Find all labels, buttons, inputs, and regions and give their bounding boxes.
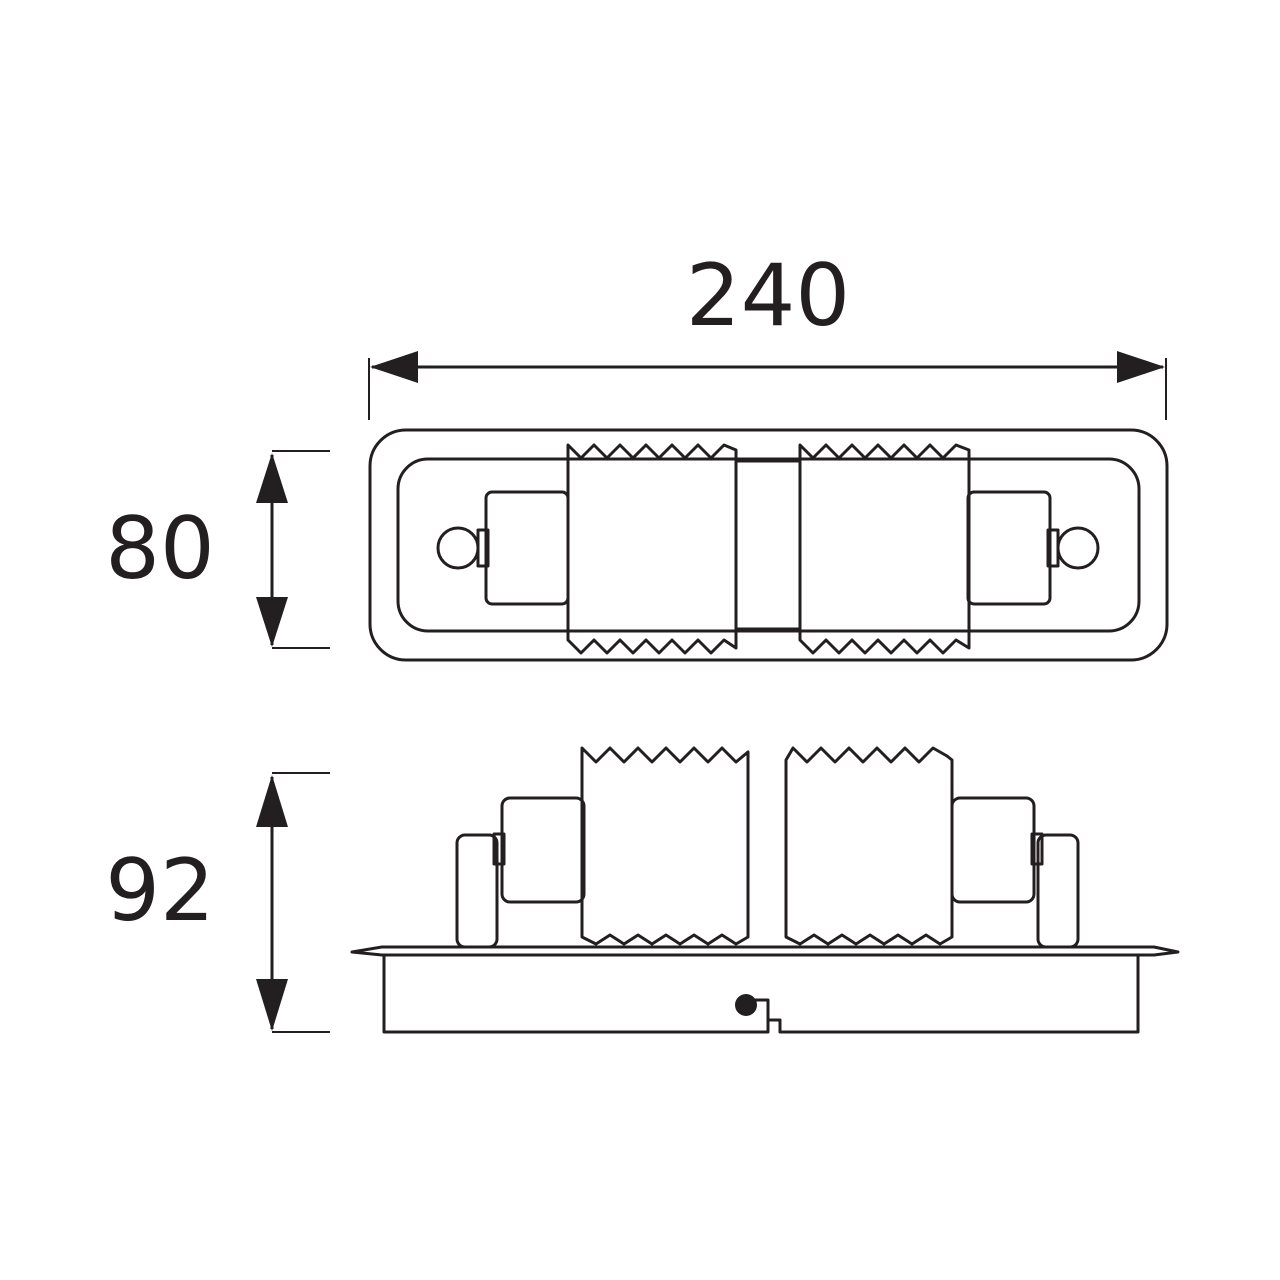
top-inner-frame bbox=[396, 457, 1141, 633]
side-right-neck bbox=[1030, 832, 1044, 866]
width-label: 240 bbox=[686, 246, 850, 346]
side-left-socket bbox=[500, 796, 586, 904]
top-view bbox=[368, 428, 1169, 662]
side-left-bracket bbox=[455, 833, 499, 949]
width-dimension: 240 bbox=[368, 246, 1167, 420]
width-arrow-right bbox=[1117, 351, 1165, 383]
top-right-pivot bbox=[1056, 526, 1100, 570]
top-left-socket bbox=[484, 490, 570, 606]
top-outer-frame bbox=[368, 428, 1169, 662]
width-arrow-left bbox=[370, 351, 418, 383]
depth-arrow-bottom bbox=[256, 597, 288, 647]
side-housing-notch bbox=[755, 998, 770, 1020]
side-right-bracket bbox=[1036, 833, 1080, 949]
depth-arrow-top bbox=[256, 453, 288, 503]
top-left-pivot bbox=[436, 526, 480, 570]
top-left-lamp-head bbox=[566, 443, 738, 655]
side-flange bbox=[350, 945, 1180, 957]
depth-label: 80 bbox=[105, 499, 214, 599]
top-bridge bbox=[734, 459, 802, 631]
side-housing bbox=[382, 955, 1140, 1034]
height-arrow-bottom bbox=[256, 979, 288, 1031]
side-left-lamp-head bbox=[580, 746, 750, 946]
side-left-neck bbox=[492, 832, 506, 866]
height-arrow-top bbox=[256, 775, 288, 827]
side-right-socket bbox=[950, 796, 1036, 904]
side-spring-clip bbox=[735, 994, 757, 1016]
side-right-lamp-head bbox=[784, 746, 954, 946]
top-right-lamp-head bbox=[798, 443, 971, 655]
depth-dimension: 80 bbox=[105, 450, 330, 649]
height-label: 92 bbox=[105, 841, 214, 941]
top-right-socket bbox=[966, 490, 1052, 606]
height-dimension: 92 bbox=[105, 772, 330, 1033]
side-view bbox=[350, 746, 1180, 1034]
